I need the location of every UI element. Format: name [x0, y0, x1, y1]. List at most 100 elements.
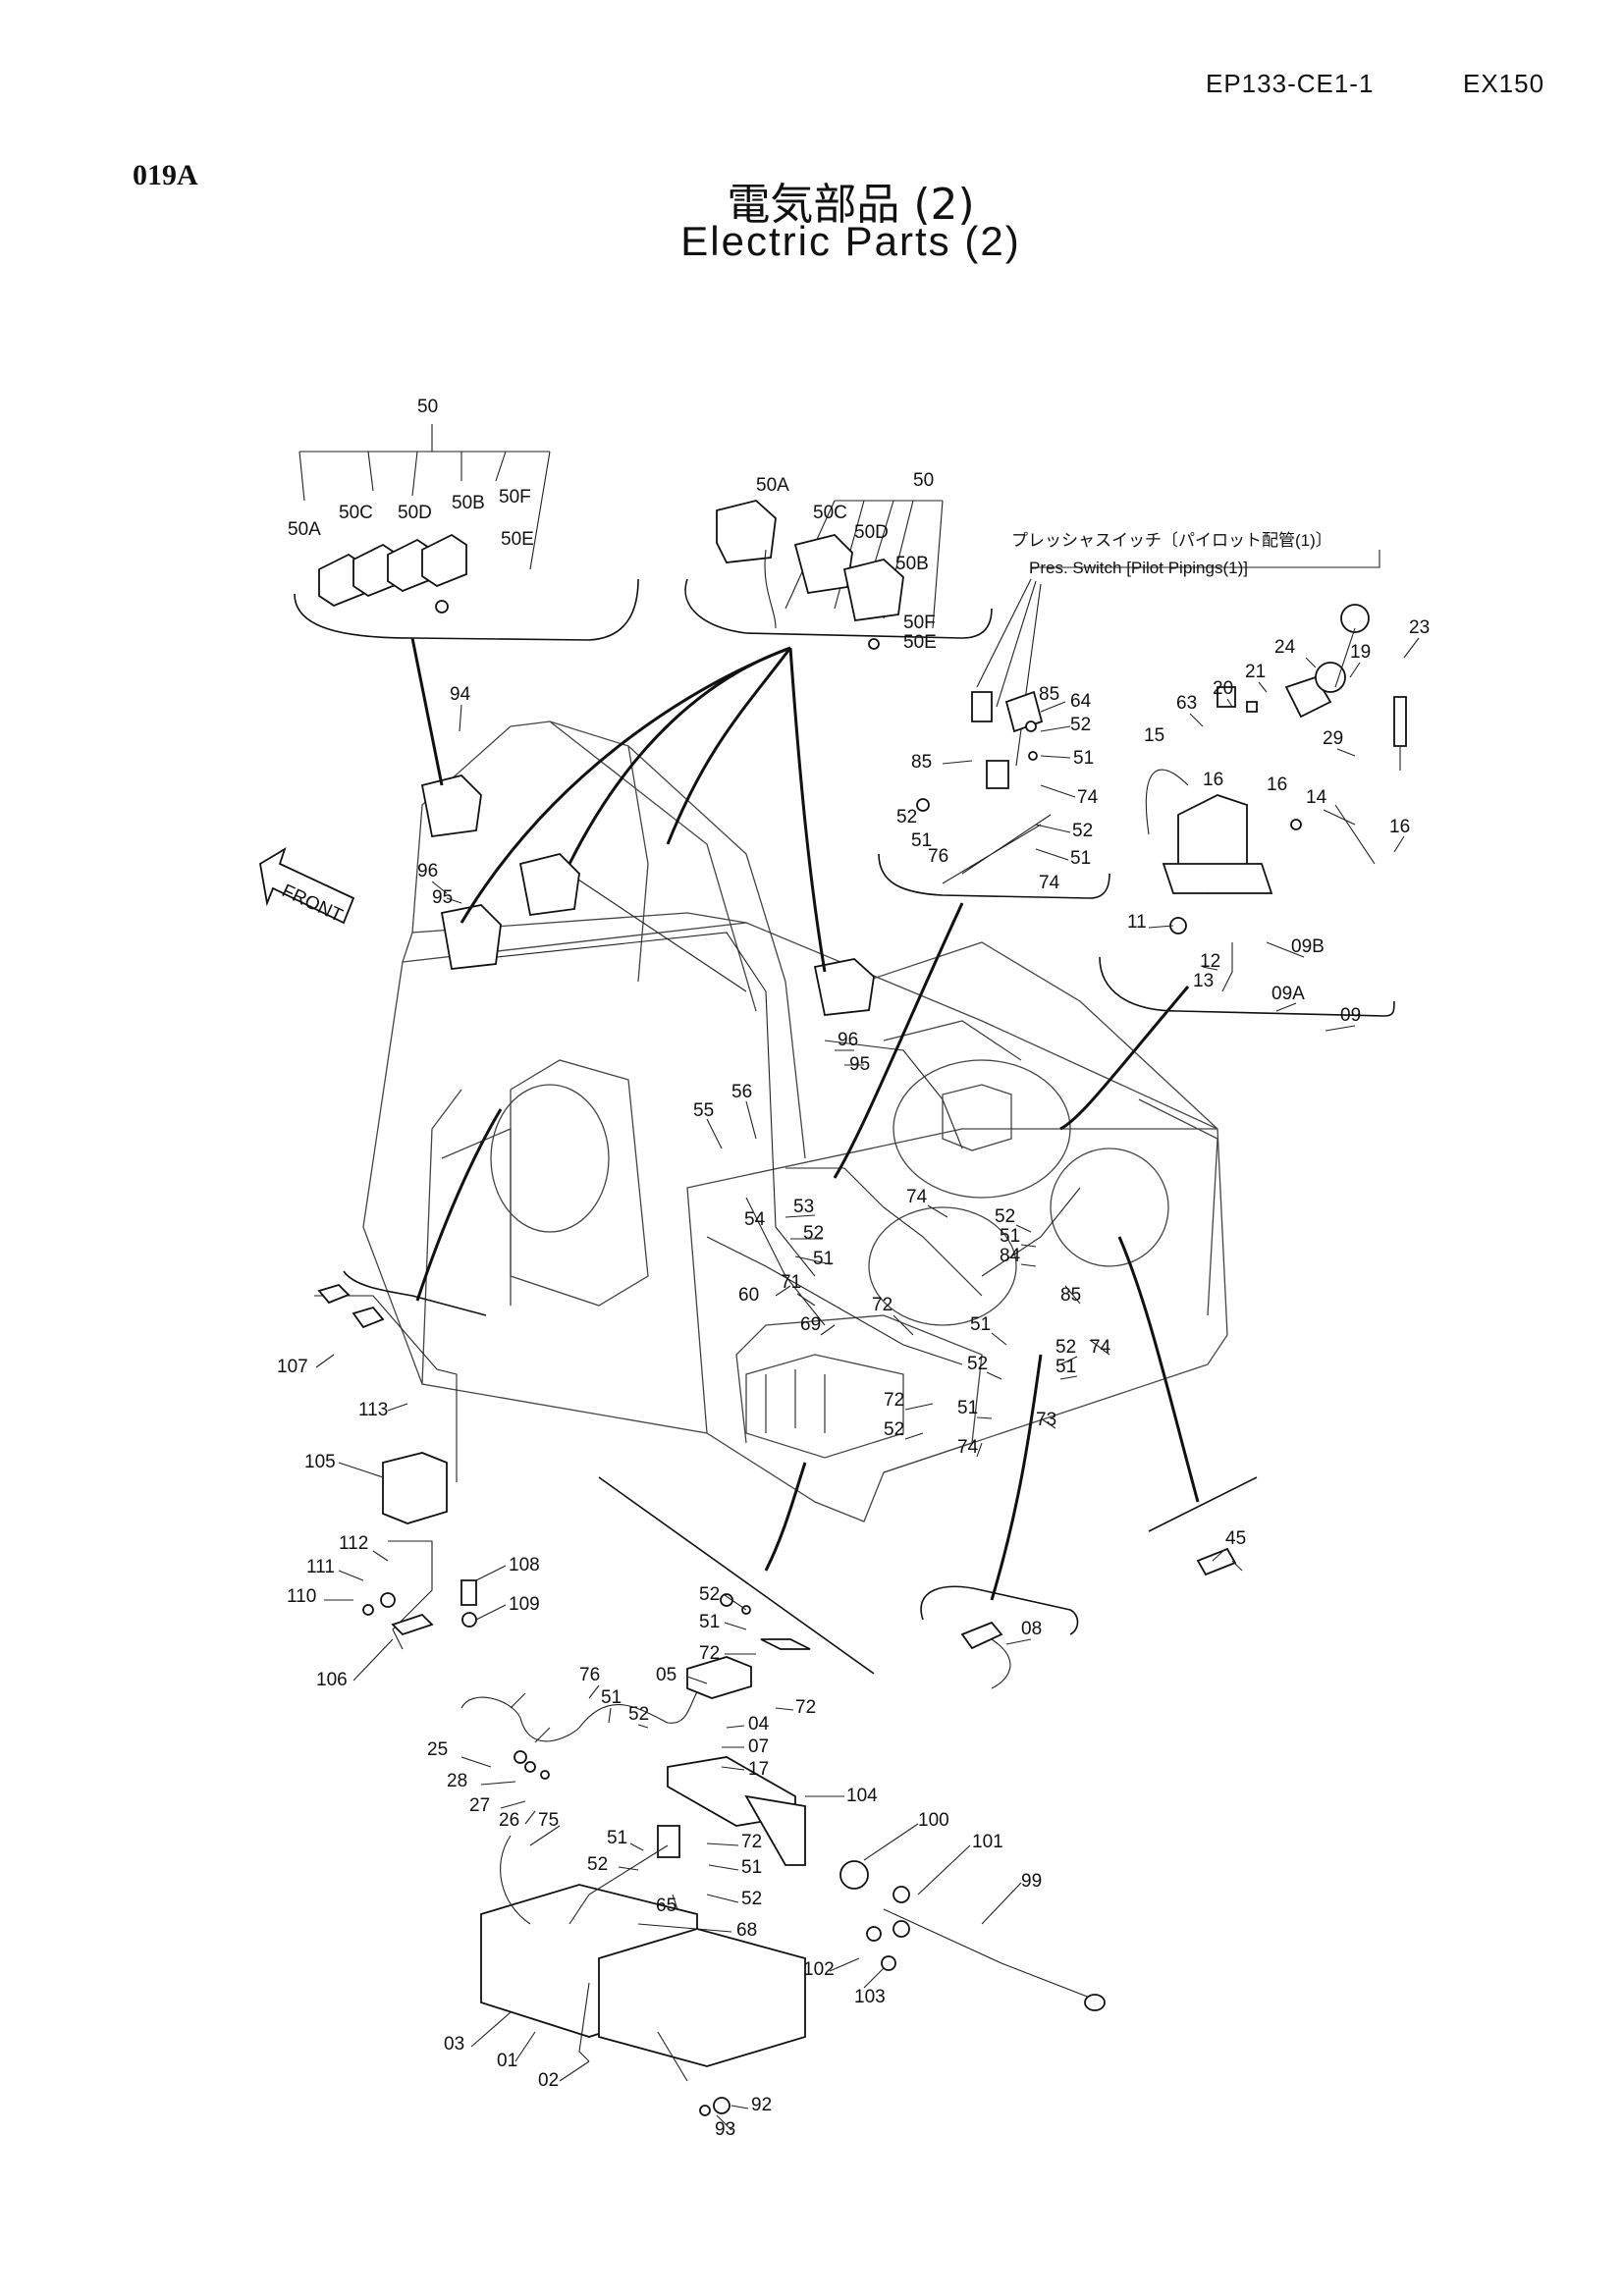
callout-50e: 50E [903, 632, 937, 653]
callout-52: 52 [699, 1584, 720, 1605]
callout-04: 04 [748, 1714, 770, 1735]
pressure-switch-note-en: Pres. Switch [Pilot Pipings(1)] [1029, 559, 1248, 577]
callout-51: 51 [957, 1398, 978, 1418]
callout-52: 52 [995, 1206, 1015, 1227]
callout-85: 85 [911, 752, 932, 773]
callout-24: 24 [1274, 637, 1296, 658]
callout-50a: 50A [756, 475, 789, 496]
callout-21: 21 [1245, 662, 1266, 682]
callout-08: 08 [1021, 1619, 1042, 1639]
callout-51: 51 [813, 1249, 834, 1269]
callout-99: 99 [1021, 1871, 1042, 1892]
callout-01: 01 [497, 2051, 517, 2071]
group-50-top-middle [684, 500, 993, 650]
callout-52: 52 [741, 1889, 762, 1909]
callout-53: 53 [793, 1197, 814, 1217]
callout-52: 52 [803, 1223, 824, 1244]
callout-29: 29 [1323, 728, 1343, 749]
callout-19: 19 [1350, 642, 1371, 663]
callout-50b: 50B [452, 493, 485, 513]
group-leader-curves [410, 637, 1200, 1601]
callout-100: 100 [918, 1810, 949, 1831]
callout-02: 02 [538, 2070, 559, 2091]
callout-51: 51 [741, 1857, 762, 1878]
callout-51: 51 [1055, 1357, 1076, 1377]
callout-50f: 50F [903, 613, 936, 633]
callout-84: 84 [1000, 1246, 1021, 1266]
callout-28: 28 [447, 1771, 467, 1791]
title-japanese: 電気部品 (2) [727, 180, 975, 230]
callout-106: 106 [316, 1670, 348, 1690]
callout-107: 107 [277, 1357, 308, 1377]
group-battery [460, 1476, 1106, 2116]
callout-72: 72 [872, 1295, 893, 1315]
callout-76: 76 [928, 846, 948, 867]
callout-92: 92 [751, 2095, 772, 2115]
callout-09b: 09B [1291, 936, 1325, 957]
callout-16: 16 [1267, 774, 1287, 795]
callout-51: 51 [970, 1314, 991, 1335]
pressure-switch-note-jp: プレッシャスイッチ〔パイロット配管(1)〕 [1011, 531, 1332, 550]
callout-50: 50 [913, 470, 934, 491]
callout-52: 52 [628, 1704, 649, 1725]
callout-96: 96 [838, 1030, 858, 1050]
callout-07: 07 [748, 1736, 769, 1757]
callout-110: 110 [287, 1586, 316, 1607]
callout-52: 52 [896, 807, 917, 828]
callout-17: 17 [748, 1759, 769, 1780]
callout-93: 93 [715, 2119, 735, 2140]
callout-72: 72 [699, 1643, 720, 1664]
callout-72: 72 [741, 1832, 762, 1852]
callout-25: 25 [427, 1739, 448, 1760]
callout-50b: 50B [895, 554, 929, 574]
machine-body-outline [362, 721, 1228, 1522]
callout-50f: 50F [499, 487, 531, 507]
callout-labels: 50 50A 50C 50D 50B 50F 50E 50 50A 50C 50… [277, 397, 1430, 2140]
callout-51: 51 [607, 1828, 627, 1848]
title-english: Electric Parts (2) [680, 218, 1021, 264]
group-pressure-switch [878, 550, 1380, 899]
callout-85: 85 [1060, 1285, 1081, 1306]
callout-108: 108 [509, 1555, 540, 1575]
group-buzzer [314, 1270, 487, 1650]
callout-101: 101 [972, 1832, 1003, 1852]
callout-85: 85 [1039, 684, 1059, 705]
callout-102: 102 [803, 1959, 835, 1980]
callout-12: 12 [1200, 951, 1220, 972]
callout-50d: 50D [854, 522, 889, 543]
callout-52: 52 [587, 1854, 608, 1875]
callout-50a: 50A [288, 519, 321, 540]
callout-105: 105 [304, 1452, 336, 1472]
callout-76: 76 [579, 1665, 600, 1685]
callout-51: 51 [699, 1612, 720, 1632]
callout-113: 113 [358, 1400, 388, 1420]
callout-72: 72 [884, 1390, 904, 1411]
machine-model: EX150 [1463, 69, 1545, 98]
callout-50d: 50D [398, 503, 432, 523]
callout-05: 05 [656, 1665, 676, 1685]
callout-63: 63 [1176, 693, 1197, 714]
callout-51: 51 [601, 1687, 622, 1708]
callout-27: 27 [469, 1795, 490, 1816]
callout-112: 112 [339, 1533, 368, 1554]
callout-16: 16 [1389, 817, 1410, 837]
callout-74: 74 [1077, 787, 1099, 808]
callout-64: 64 [1070, 691, 1092, 712]
callout-52: 52 [1055, 1337, 1076, 1358]
page-number: 019A [133, 159, 198, 191]
callout-75: 75 [538, 1810, 559, 1831]
callout-52: 52 [1070, 715, 1091, 735]
callout-52: 52 [884, 1419, 904, 1440]
group-sensor-08 [920, 1585, 1079, 1689]
callout-09: 09 [1340, 1005, 1361, 1026]
callout-14: 14 [1306, 787, 1327, 808]
callout-72: 72 [795, 1697, 816, 1718]
callout-56: 56 [731, 1082, 752, 1102]
callout-54: 54 [744, 1209, 766, 1230]
callout-23: 23 [1409, 617, 1430, 638]
callout-96: 96 [417, 861, 438, 881]
callout-13: 13 [1193, 971, 1214, 991]
callout-71: 71 [781, 1272, 801, 1293]
callout-94: 94 [450, 684, 471, 705]
callout-52: 52 [1072, 821, 1093, 841]
